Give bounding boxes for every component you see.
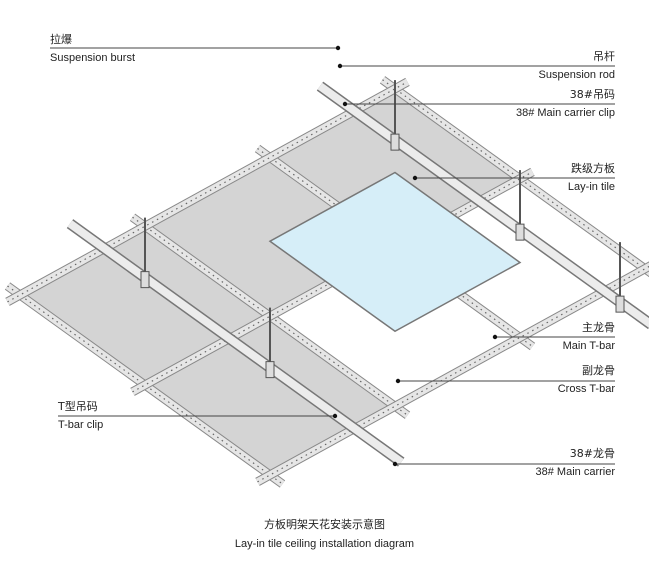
label-en: Main T-bar xyxy=(562,340,615,352)
leader-suspension-rod-dot xyxy=(337,63,343,69)
label-en: 38# Main carrier clip xyxy=(515,107,615,119)
label-main-tbar: 主龙骨 Main T-bar xyxy=(563,321,615,353)
label-tbar-clip: T型吊码 T-bar clip xyxy=(58,400,103,432)
label-cn: 38#吊码 xyxy=(569,88,615,101)
label-cn: 拉爆 xyxy=(50,33,72,46)
cross-tbar-holes xyxy=(257,265,649,483)
cross-tbar-holes xyxy=(132,171,533,393)
label-en: Cross T-bar xyxy=(557,383,615,395)
label-cn: 主龙骨 xyxy=(582,321,615,334)
label-main-carrier-clip: 38#吊码 38# Main carrier clip xyxy=(516,88,615,120)
leader-main-carrier-dot xyxy=(392,461,398,467)
label-en: Suspension burst xyxy=(50,52,135,64)
label-lay-in-tile: 跌级方板 Lay-in tile xyxy=(568,162,615,194)
label-cn: 38#龙骨 xyxy=(569,447,615,460)
leader-lay-in-tile-dot xyxy=(412,175,418,181)
label-suspension-rod: 吊杆 Suspension rod xyxy=(539,50,615,82)
main-tbar-holes xyxy=(7,285,283,485)
main-carrier xyxy=(317,82,649,328)
leader-cross-tbar-dot xyxy=(395,378,401,384)
label-suspension-burst: 拉爆 Suspension burst xyxy=(50,33,135,65)
main-carrier-clip xyxy=(265,361,275,379)
label-cn: 跌级方板 xyxy=(571,162,615,175)
main-carrier-clip xyxy=(515,223,525,241)
main-carrier xyxy=(67,220,404,466)
main-carrier-clip xyxy=(140,271,150,289)
caption: 方板明架天花安装示意图 Lay-in tile ceiling installa… xyxy=(0,516,649,550)
main-tbar-holes xyxy=(257,148,533,347)
label-en: 38# Main carrier xyxy=(535,466,615,478)
leader-suspension-burst-dot xyxy=(335,45,341,51)
label-en: T-bar clip xyxy=(58,419,104,431)
cross-tbar-holes xyxy=(7,81,408,303)
label-cn: 吊杆 xyxy=(593,50,615,63)
leader-main-carrier-clip-dot xyxy=(342,101,348,107)
leader-tbar-clip-dot xyxy=(332,413,338,419)
caption-en: Lay-in tile ceiling installation diagram xyxy=(234,538,415,550)
label-en: Lay-in tile xyxy=(567,181,615,193)
main-tbar-holes xyxy=(132,216,408,416)
main-carrier-clip xyxy=(390,133,400,151)
label-cn: T型吊码 xyxy=(58,400,98,413)
lay-in-tile xyxy=(268,171,522,333)
main-carrier-clip xyxy=(615,295,625,313)
label-cross-tbar: 副龙骨 Cross T-bar xyxy=(558,364,615,396)
label-en: Suspension rod xyxy=(538,69,615,81)
label-main-carrier: 38#龙骨 38# Main carrier xyxy=(536,447,615,479)
caption-cn: 方板明架天花安装示意图 xyxy=(264,518,385,531)
main-tbar-holes xyxy=(382,79,649,273)
label-cn: 副龙骨 xyxy=(582,364,615,377)
leader-main-tbar-dot xyxy=(492,334,498,340)
